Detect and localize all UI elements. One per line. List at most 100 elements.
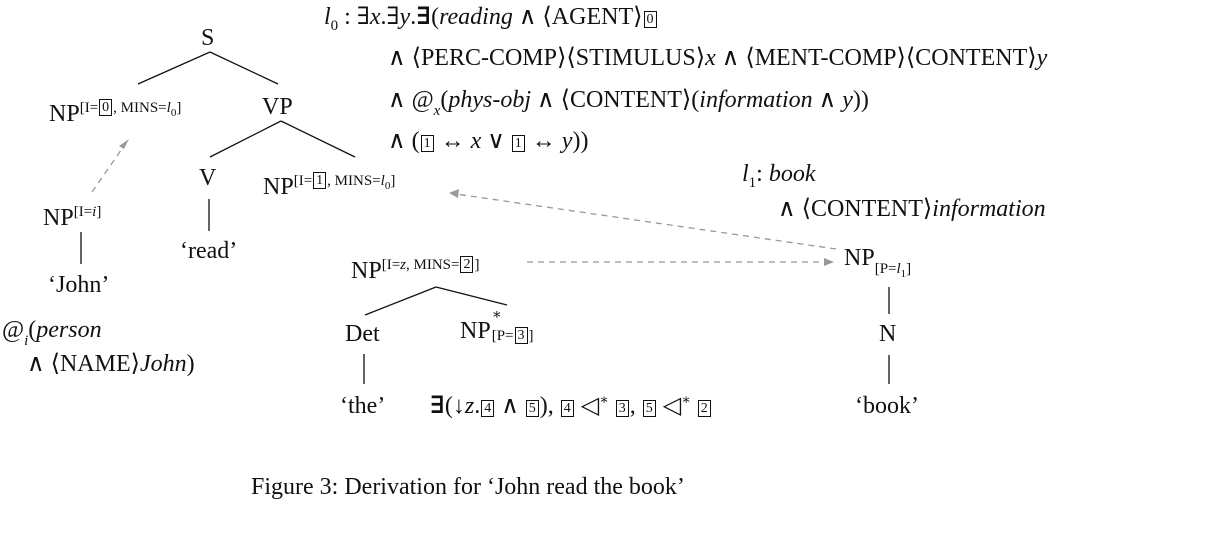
np-star-p: P [496, 328, 506, 344]
word-book: ‘book’ [855, 393, 919, 419]
book-sem-book: book [768, 161, 816, 187]
book-sem-content: CONTENT [810, 196, 923, 222]
l0-content2: CONTENT [569, 87, 682, 113]
np-john-i: I [78, 204, 84, 220]
np-star-label: NP [460, 318, 491, 344]
np-book-p: P [879, 261, 889, 277]
the-sem-exists: ∃ [430, 393, 445, 419]
np-the-features: [I=z, MINS=2] [381, 256, 480, 273]
l0-label: l [324, 4, 331, 30]
np-john-features: [I=i] [73, 204, 102, 220]
np-the-z: z [400, 257, 406, 273]
word-john: ‘John’ [48, 272, 110, 298]
l0-information: information [699, 87, 813, 113]
np-subject-i: I [84, 100, 90, 116]
np-object-l: l [380, 173, 385, 189]
l0-formula-line3: ∧ @x(phys-obj ∧ ⟨CONTENT⟩(information ∧ … [388, 87, 869, 119]
john-sem-john: John [139, 351, 187, 377]
the-semantics: ∃(↓z.4 ∧ 5), 4 ◁∗ 3, 5 ◁∗ 2 [430, 394, 712, 418]
book-semantics-line1: l1: book [742, 161, 816, 191]
np-star-marks: ∗ [P=3] [491, 308, 534, 344]
node-np-object: NP[I=1, MINS=l0] [263, 172, 395, 199]
node-vp: VP [262, 94, 293, 120]
john-sem-name: NAME [59, 351, 131, 377]
np-book-l: l [896, 261, 901, 277]
the-sem-box5: 5 [525, 400, 539, 417]
arrow-book-subst [455, 193, 837, 250]
np-john-var: i [92, 204, 97, 220]
node-v: V [199, 165, 217, 191]
book-sem-information: information [932, 196, 1046, 222]
np-star-asterisk: ∗ [491, 307, 502, 323]
np-subject-features: [I=0, MINS=l0] [79, 99, 182, 119]
np-star-box: 3 [514, 327, 528, 344]
np-subject-label: NP [49, 101, 80, 127]
l0-label-sub: 0 [330, 17, 339, 34]
arrowhead-the [824, 258, 834, 266]
l0-box1b: 1 [511, 135, 525, 152]
john-sem-at: @ [2, 317, 25, 343]
np-book-features: [P=l1] [874, 261, 912, 280]
figure-caption: Figure 3: Derivation for ‘John read the … [251, 474, 685, 500]
np-object-i: I [298, 173, 304, 189]
np-object-features: [I=1, MINS=l0] [293, 172, 396, 192]
l0-content1: CONTENT [915, 45, 1028, 71]
node-det: Det [345, 321, 380, 347]
node-n: N [879, 321, 897, 347]
node-np-john: NP[I=i] [43, 204, 102, 231]
john-semantics-line1: @i(person [2, 317, 102, 349]
edge-the-det [364, 286, 437, 316]
edge-s-vp [209, 51, 279, 85]
np-object-box: 1 [313, 172, 327, 189]
word-read: ‘read’ [180, 238, 238, 264]
edge-the-npstar [435, 286, 508, 306]
np-object-label: NP [263, 174, 294, 200]
arrow-john-subst [91, 142, 127, 193]
john-semantics-line2: ∧ ⟨NAME⟩John) [27, 351, 195, 377]
node-np-book: NP[P=l1] [844, 246, 911, 280]
np-object-mins: MINS [334, 173, 373, 189]
edge-vp-v [209, 120, 282, 158]
l0-box1a: 1 [420, 135, 434, 152]
np-subject-mins: MINS [120, 100, 159, 116]
l0-formula-line2: ∧ ⟨PERC-COMP⟩⟨STIMULUS⟩x ∧ ⟨MENT-COMP⟩⟨C… [388, 45, 1048, 71]
john-sem-sub: i [24, 333, 29, 349]
np-subject-l-sub: 0 [170, 107, 177, 119]
arrowhead-john [119, 139, 129, 149]
l0-perc-comp: PERC-COMP [420, 45, 557, 71]
the-sem-box3: 3 [615, 400, 629, 417]
the-sem-box4b: 4 [560, 400, 574, 417]
edge-vp-np [280, 120, 356, 158]
book-sem-l: l [742, 161, 749, 187]
node-np-star: NP∗ [P=3] [460, 308, 534, 344]
np-subject-box: 0 [99, 99, 113, 116]
np-the-box: 2 [460, 256, 474, 273]
node-s: S [201, 25, 215, 51]
l0-phys-obj: phys-obj [448, 87, 531, 113]
node-np-the: NP[I=z, MINS=2] [351, 256, 479, 283]
l0-stimulus: STIMULUS [575, 45, 696, 71]
l0-ment-comp: MENT-COMP [754, 45, 897, 71]
np-subject-l: l [166, 100, 171, 116]
edge-s-np [137, 51, 211, 85]
np-star-features: [P=3] [491, 327, 534, 344]
l0-formula-line4: ∧ (1 ↔ x ∨ 1 ↔ y)) [388, 128, 589, 154]
np-book-l-sub: 1 [900, 268, 907, 280]
l0-box0: 0 [643, 11, 657, 28]
the-sem-box5b: 5 [642, 400, 656, 417]
np-john-label: NP [43, 205, 74, 231]
np-the-mins: MINS [413, 257, 452, 273]
l0-formula-line1: l0 : ∃x.∃y.∃(reading ∧ ⟨AGENT⟩0 [324, 5, 658, 34]
l0-at-sub: x [433, 103, 441, 119]
john-sem-pred: person [36, 317, 102, 343]
the-sem-z: z [464, 393, 475, 419]
node-np-subject: NP[I=0, MINS=l0] [49, 99, 181, 126]
the-sem-box4: 4 [481, 400, 495, 417]
l0-reading: reading [439, 4, 513, 30]
the-sem-box2: 2 [697, 400, 711, 417]
arrowhead-book [449, 189, 459, 198]
np-object-l-sub: 0 [384, 180, 391, 192]
book-semantics-line2: ∧ ⟨CONTENT⟩information [778, 196, 1046, 222]
